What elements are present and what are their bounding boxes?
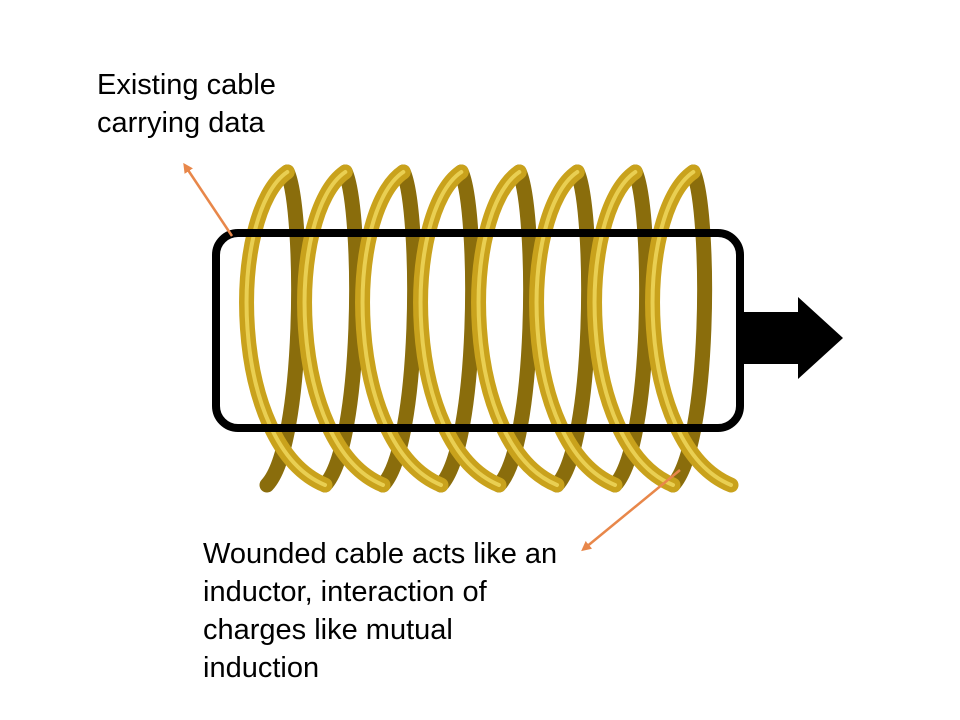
coil-turn-highlight [244,170,327,487]
coil-turn-highlight [360,170,443,487]
coil-turn-back [317,164,365,493]
coil-turn-highlight [302,170,385,487]
pointer-arrow-bottom [581,469,681,552]
coil-turn-highlight [650,170,733,487]
coil-turn-back [607,164,655,493]
coil-turn-back [259,164,307,493]
coil-front-strands [239,164,739,493]
coil-turn-highlight [534,170,617,487]
coil-back-strands [259,164,713,493]
coil-turn-back [549,164,597,493]
coil-turn-highlight [476,170,559,487]
coil-turn-highlight [592,170,675,487]
coil-turn-back [433,164,481,493]
coil-turn-back [665,164,713,493]
existing-cable-label: Existing cable carrying data [97,69,276,139]
coil-turn-highlight [418,170,501,487]
pointer-arrow-top [183,162,234,237]
wounded-cable-label: Wounded cable acts like an inductor, int… [203,538,558,684]
coil-turn-back [375,164,423,493]
right-arrow [740,297,843,379]
coil-turn-back [491,164,539,493]
